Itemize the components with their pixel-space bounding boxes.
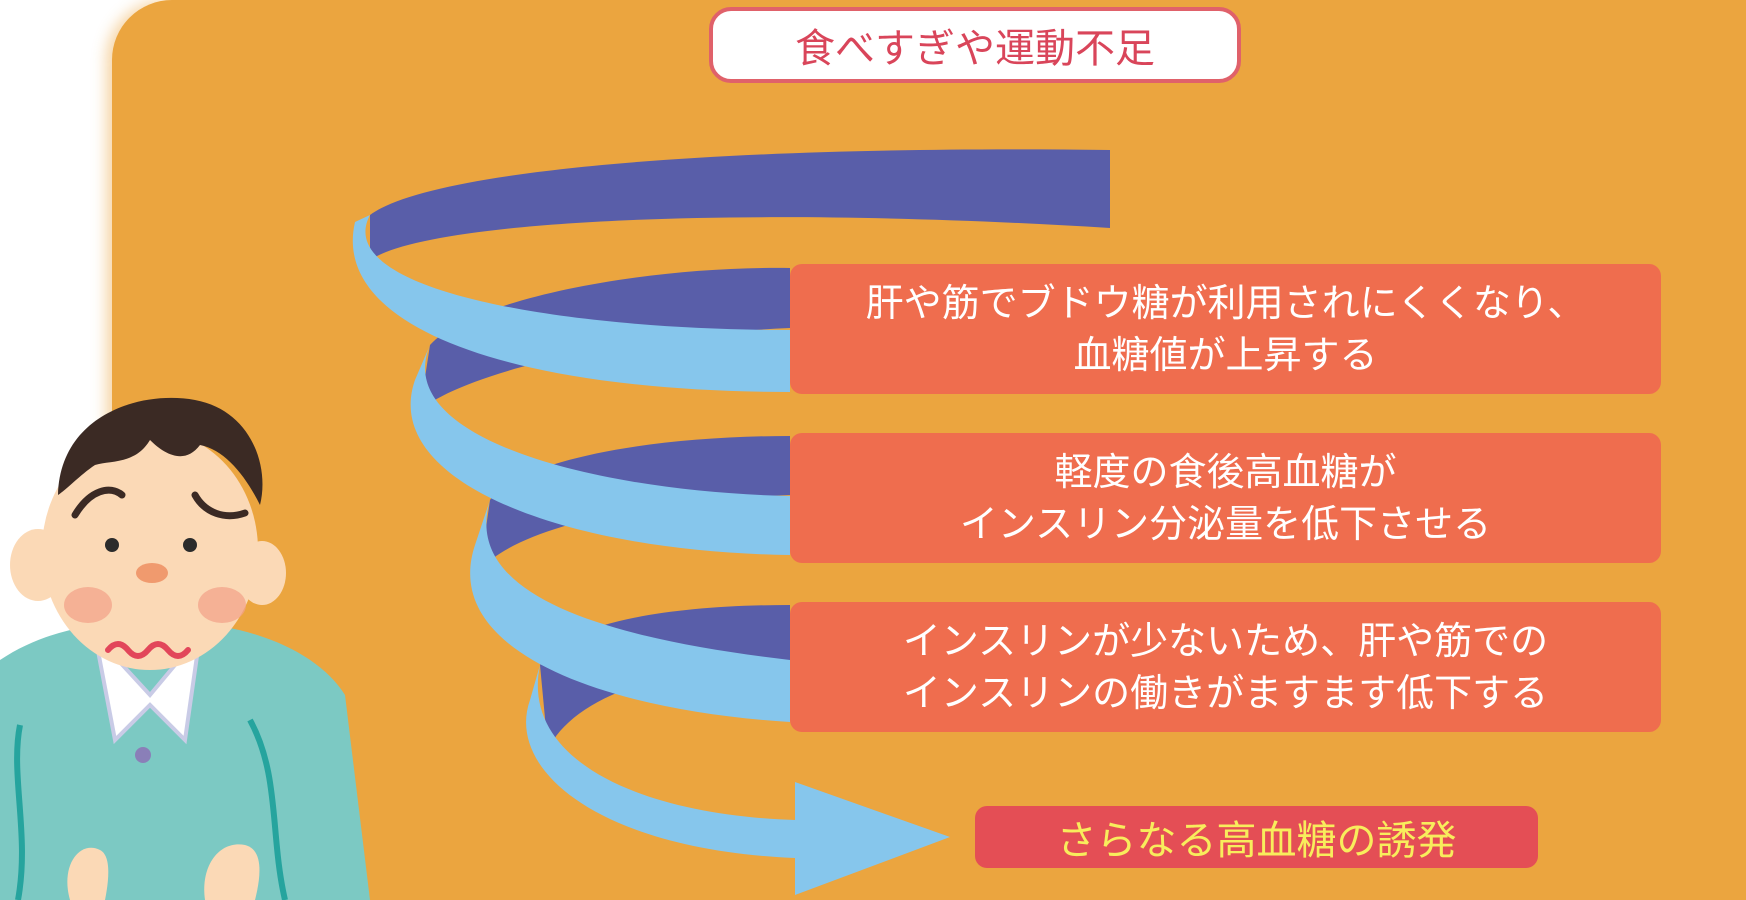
result-box: さらなる高血糖の誘発	[975, 806, 1538, 868]
step-3-line-1: インスリンが少ないため、肝や筋での	[902, 619, 1549, 663]
mouth	[105, 641, 191, 659]
spiral-back-band-1	[370, 149, 1110, 260]
right-eyebrow	[191, 491, 249, 520]
left-cheek	[64, 587, 112, 623]
spiral-front-band-4	[526, 665, 950, 895]
spiral-front-band-2	[410, 345, 790, 555]
step-box-2: 軽度の食後高血糖が インスリン分泌量を低下させる	[790, 433, 1661, 563]
hair	[58, 397, 263, 505]
step-1-line-1: 肝や筋でブドウ糖が利用されにくくなり、	[865, 281, 1586, 325]
left-hand	[67, 847, 109, 900]
shirt-collar	[91, 628, 203, 745]
right-eye	[183, 538, 197, 552]
step-3-line-2: インスリンの働きがますます低下する	[902, 671, 1549, 715]
left-eyebrow	[71, 486, 126, 519]
nose	[136, 563, 168, 583]
spiral-front-band-1	[352, 215, 790, 392]
right-hand	[204, 844, 260, 900]
sweater-outline	[14, 718, 288, 900]
step-2-line-2: インスリン分泌量を低下させる	[959, 502, 1492, 546]
step-1-line-2: 血糖値が上昇する	[1073, 333, 1378, 377]
shirt-button	[135, 747, 151, 763]
step-2-line-1: 軽度の食後高血糖が	[1054, 450, 1397, 494]
step-box-3: インスリンが少ないため、肝や筋での インスリンの働きがますます低下する	[790, 602, 1661, 732]
spiral-front-band-3	[470, 500, 790, 722]
step-box-1: 肝や筋でブドウ糖が利用されにくくなり、 血糖値が上昇する	[790, 264, 1661, 394]
left-eye	[105, 538, 119, 552]
right-cheek	[198, 587, 246, 623]
cause-label: 食べすぎや運動不足	[709, 7, 1241, 83]
worried-man-icon	[0, 397, 370, 900]
